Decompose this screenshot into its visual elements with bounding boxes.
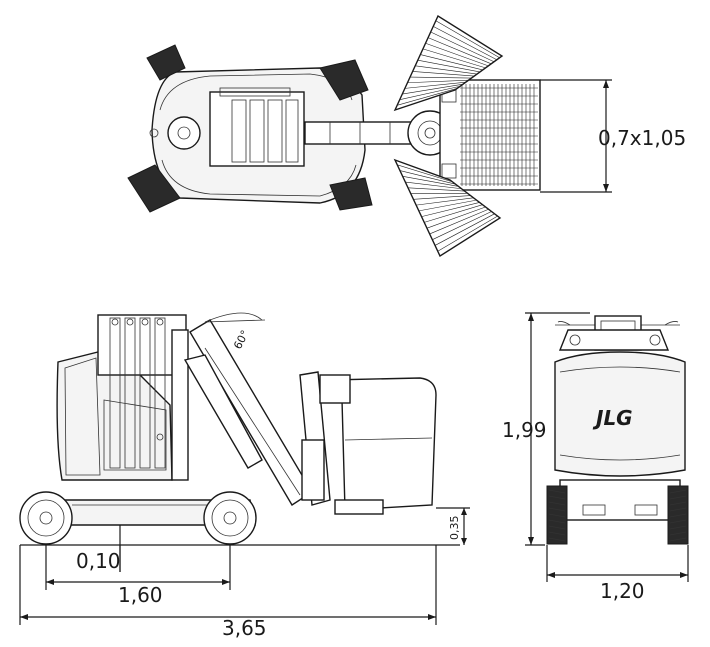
top-view-tire-front-right <box>319 59 369 101</box>
mesh-line <box>412 71 475 77</box>
mesh-line <box>421 202 480 217</box>
platform-size-label: 0,7x1,05 <box>598 126 686 150</box>
mesh-line <box>402 83 464 95</box>
mesh-line <box>408 187 465 192</box>
mesh-line <box>548 519 566 524</box>
mesh-line <box>669 495 687 500</box>
top-view-tire-rear-left <box>127 164 181 213</box>
mesh-line <box>548 489 566 494</box>
side-view-platform-basket <box>328 377 437 511</box>
mesh-line <box>548 531 566 536</box>
overall-width-label: 1,20 <box>600 579 645 603</box>
platform-floor-height-label: 0,35 <box>448 516 461 541</box>
mesh-line <box>426 206 486 229</box>
mesh-line <box>548 513 566 518</box>
mesh-line <box>433 26 497 61</box>
front-view-chassis <box>559 479 681 521</box>
side-view-jib-arm <box>189 319 313 506</box>
mesh-line <box>430 31 495 63</box>
front-view-tire-right <box>667 485 689 545</box>
mesh-line <box>399 170 456 185</box>
overall-length-label: 3,65 <box>222 616 267 640</box>
mesh-line <box>417 59 480 73</box>
top-view-tire-front-left <box>146 44 186 81</box>
wheelbase-label: 1,60 <box>118 583 163 607</box>
mesh-line <box>669 531 687 536</box>
side-view: 60° 0,35 0,10 <box>19 312 470 640</box>
mesh-line <box>548 525 566 530</box>
mesh-line <box>548 537 566 542</box>
top-view-tire-rear-right <box>329 177 373 211</box>
mesh-line <box>420 54 483 71</box>
mesh-line <box>404 81 466 89</box>
jib-angle-label: 60° <box>231 328 252 351</box>
mesh-line <box>669 501 687 506</box>
mesh-line <box>669 537 687 542</box>
side-view-rear-wheel <box>19 491 73 545</box>
front-view-brand-logo: JLG <box>592 406 633 430</box>
mesh-line <box>402 176 459 187</box>
mesh-line <box>548 507 566 512</box>
mesh-line <box>669 519 687 524</box>
mesh-line <box>669 489 687 494</box>
mesh-line <box>429 208 489 235</box>
mesh-line <box>437 215 498 252</box>
mesh-line <box>399 85 461 100</box>
mesh-line <box>424 204 483 223</box>
mesh-line <box>434 213 495 246</box>
mesh-line <box>432 211 492 240</box>
mesh-line <box>397 88 458 106</box>
front-view-tire-left <box>546 485 568 545</box>
mesh-line <box>669 525 687 530</box>
side-view-body-housing <box>56 351 173 481</box>
overall-height-label: 1,99 <box>502 418 547 442</box>
mesh-line <box>422 48 486 69</box>
top-view: 0,7x1,05 <box>127 14 686 258</box>
side-view-front-wheel <box>203 491 257 545</box>
top-view-mast <box>209 91 305 167</box>
front-view-body <box>554 351 686 477</box>
top-view-turntable <box>167 116 201 150</box>
mesh-line <box>548 495 566 500</box>
mesh-line <box>407 79 469 84</box>
mesh-line <box>418 199 477 212</box>
mesh-line <box>669 513 687 518</box>
front-view: JLG 1,99 1,20 <box>502 312 689 603</box>
mesh-line <box>405 181 462 190</box>
mesh-line <box>413 195 471 200</box>
mesh-line <box>425 42 489 67</box>
mesh-line <box>410 76 472 79</box>
mesh-line <box>435 20 500 58</box>
top-view-jib-boom <box>304 121 418 145</box>
mesh-line <box>427 37 492 65</box>
mesh-line <box>548 501 566 506</box>
ground-clearance-label: 0,10 <box>76 549 121 573</box>
mesh-line <box>415 65 478 75</box>
mesh-line <box>416 197 474 206</box>
mesh-line <box>397 164 453 183</box>
mesh-line <box>669 507 687 512</box>
